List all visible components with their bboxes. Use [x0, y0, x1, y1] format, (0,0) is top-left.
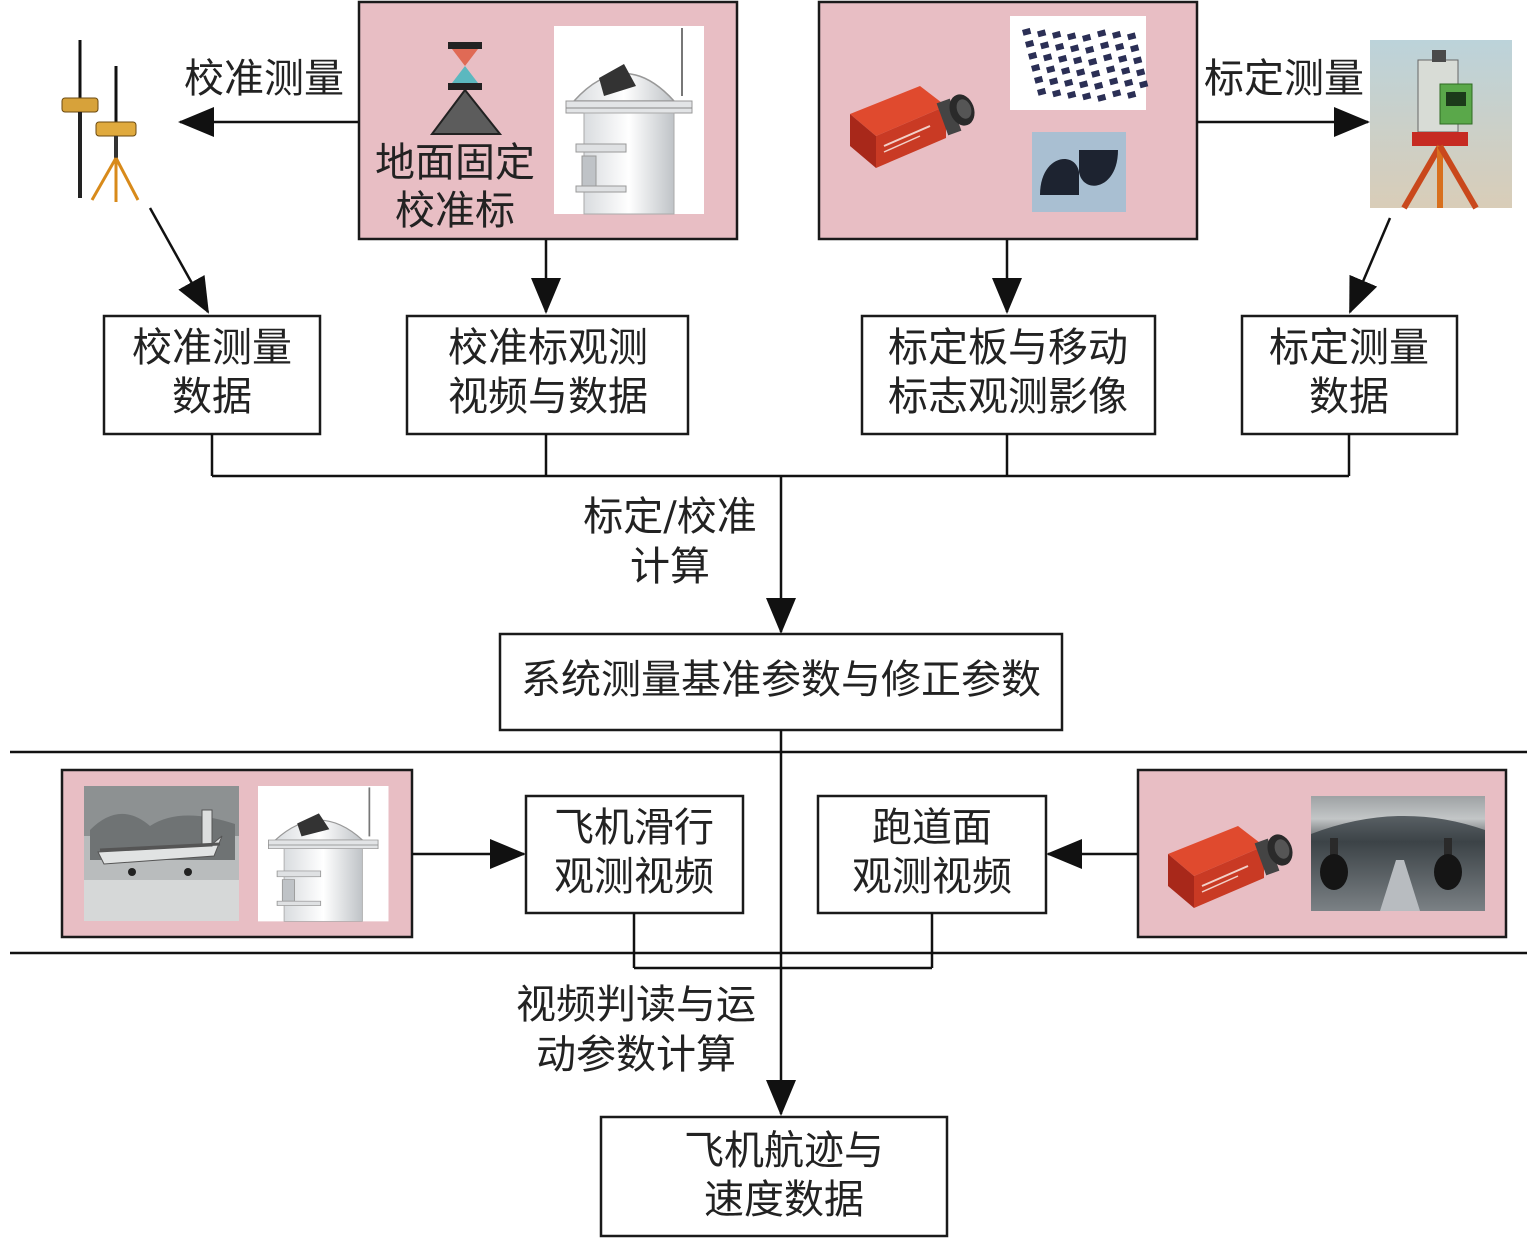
svg-text:系统测量基准参数与修正参数: 系统测量基准参数与修正参数 — [521, 657, 1041, 703]
arrow-station-to-data — [1348, 217, 1392, 314]
ground-target-label-2: 校准标 — [395, 188, 515, 234]
merge-bracket — [210, 434, 1351, 478]
svg-text:标定测量: 标定测量 — [1269, 325, 1429, 371]
calc-label-2: 计算 — [630, 544, 710, 590]
ground-target-label-1: 地面固定 — [375, 140, 535, 186]
target-video-box: 校准标观测 视频与数据 — [405, 314, 690, 436]
moving-marker-icon — [1032, 132, 1126, 212]
observation-tower-icon-2 — [257, 785, 390, 923]
gps-receivers-icon — [61, 40, 140, 202]
cal-measure-label: 标定测量 — [1204, 56, 1364, 102]
cal-data-box: 标定测量 数据 — [1240, 314, 1459, 436]
svg-text:速度数据: 速度数据 — [704, 1177, 864, 1223]
merge-bracket-2 — [632, 913, 934, 970]
svg-text:校准标观测: 校准标观测 — [448, 325, 648, 371]
landing-gear-photo-icon — [1311, 796, 1485, 911]
interpret-label-1: 视频判读与运 — [516, 982, 756, 1028]
svg-text:数据: 数据 — [172, 374, 252, 420]
runway-video-box: 跑道面 观测视频 — [816, 794, 1048, 915]
reference-params-box: 系统测量基准参数与修正参数 — [498, 632, 1064, 732]
calc-label-1: 标定/校准 — [583, 494, 756, 540]
taxi-video-box: 飞机滑行 观测视频 — [524, 794, 745, 915]
airplane-photo-icon — [84, 786, 239, 921]
svg-text:观测视频: 观测视频 — [554, 854, 714, 900]
total-station-icon — [1370, 40, 1512, 210]
svg-text:飞机航迹与: 飞机航迹与 — [684, 1128, 884, 1174]
svg-text:视频与数据: 视频与数据 — [448, 374, 648, 420]
svg-text:观测视频: 观测视频 — [852, 854, 1012, 900]
svg-text:飞机滑行: 飞机滑行 — [554, 805, 714, 851]
interpret-label-2: 动参数计算 — [536, 1032, 736, 1078]
svg-text:跑道面: 跑道面 — [872, 805, 992, 851]
calib-measure-label: 校准测量 — [184, 56, 344, 102]
result-box: 飞机航迹与 速度数据 — [599, 1115, 949, 1238]
svg-text:校准测量: 校准测量 — [132, 325, 292, 371]
svg-text:数据: 数据 — [1309, 374, 1389, 420]
arrow-gps-to-data — [148, 207, 210, 314]
board-images-box: 标定板与移动 标志观测影像 — [860, 314, 1157, 436]
calibration-board-icon — [1010, 16, 1149, 110]
calibration-target-icon — [430, 42, 503, 135]
svg-text:标志观测影像: 标志观测影像 — [888, 374, 1128, 420]
svg-text:标定板与移动: 标定板与移动 — [888, 325, 1128, 371]
calib-data-box: 校准测量 数据 — [102, 314, 322, 436]
observation-tower-icon — [553, 25, 705, 215]
